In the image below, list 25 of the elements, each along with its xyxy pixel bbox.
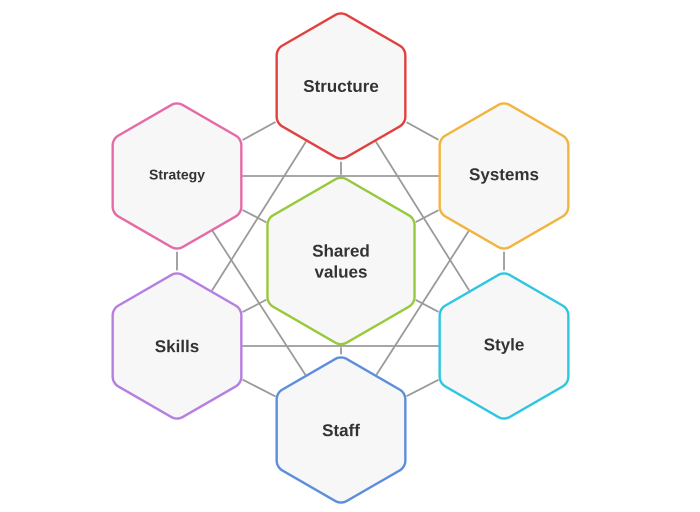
- connector-line: [375, 141, 470, 291]
- connector-line: [211, 141, 307, 291]
- hexagon: Shared values: [266, 176, 416, 346]
- connector-line: [340, 162, 342, 175]
- connector-line: [340, 347, 342, 354]
- connector-line: [242, 121, 276, 141]
- hexagon: Staff: [275, 356, 407, 504]
- hexagon: Systems: [438, 102, 570, 250]
- connector-line: [176, 252, 178, 270]
- connector-line: [242, 175, 438, 177]
- hexagon: Structure: [275, 12, 407, 160]
- connector-line: [242, 345, 438, 347]
- connector-line: [212, 230, 306, 376]
- connector-line: [415, 209, 439, 223]
- connector-line: [503, 252, 505, 270]
- hexagon: Skills: [111, 272, 243, 420]
- connector-line: [415, 299, 439, 313]
- connector-line: [242, 378, 276, 398]
- connector-line: [406, 378, 439, 398]
- connector-line: [242, 298, 267, 313]
- connector-line: [376, 230, 470, 376]
- hexagon: Strategy: [111, 102, 243, 250]
- connector-line: [242, 209, 267, 224]
- connector-line: [406, 121, 439, 141]
- hexagon: Style: [438, 272, 570, 420]
